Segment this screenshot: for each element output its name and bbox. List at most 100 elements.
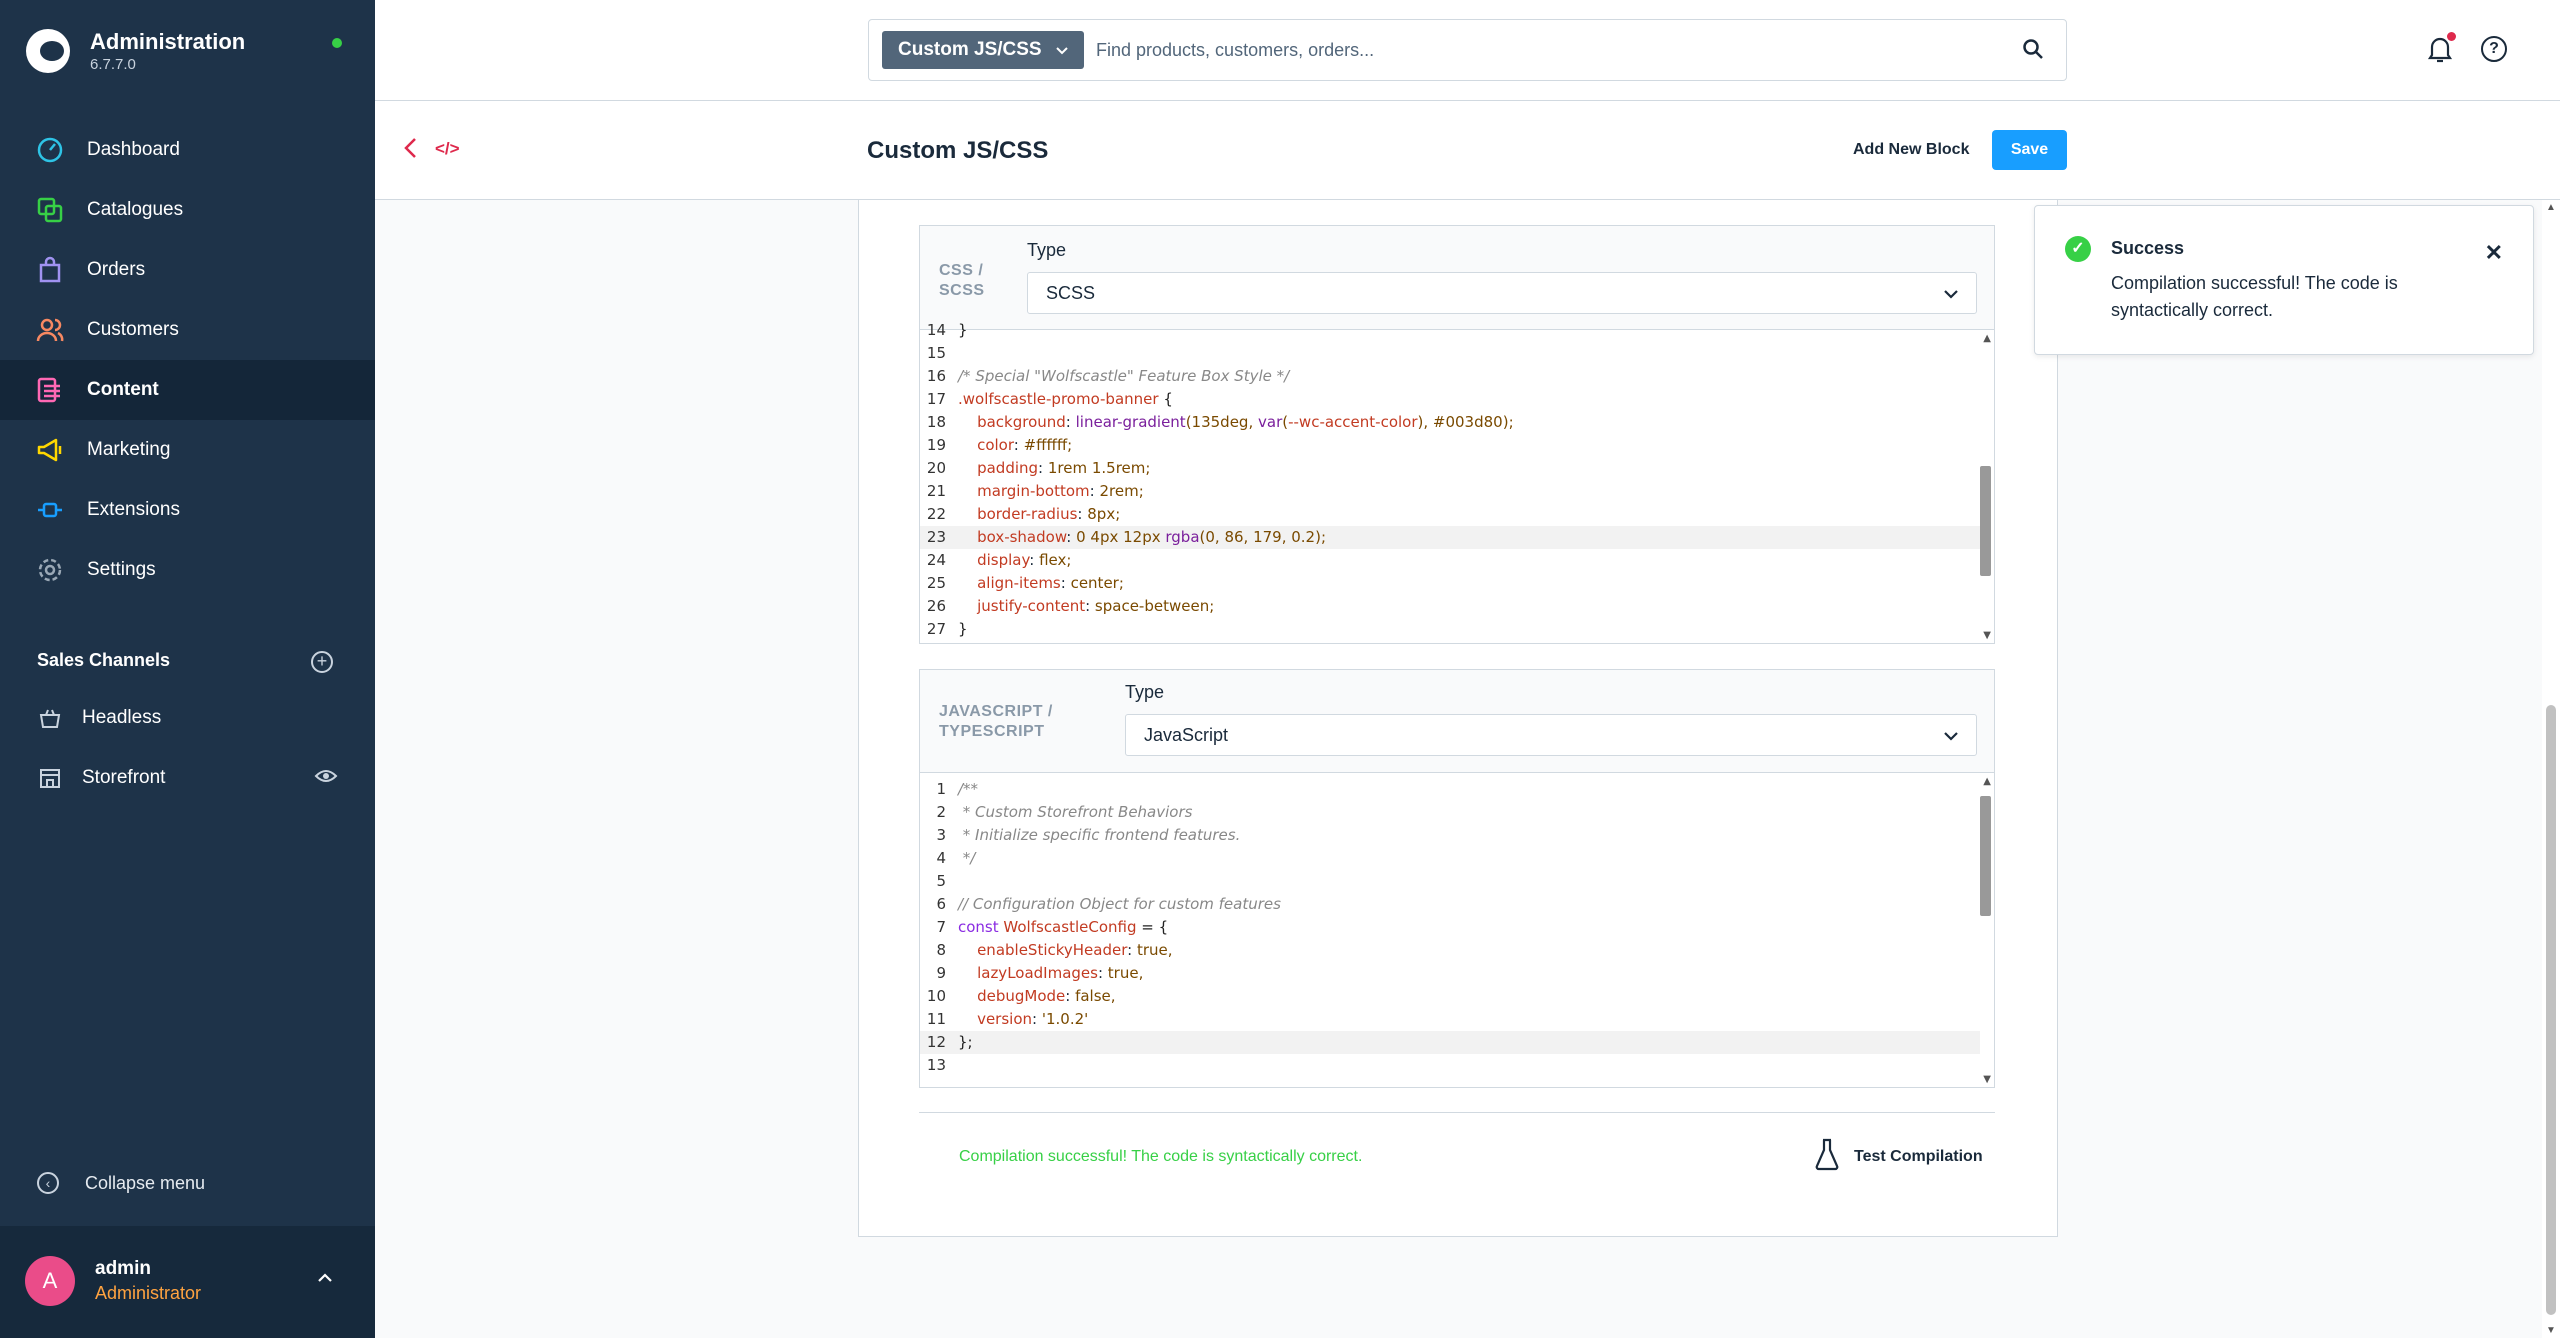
code-line[interactable]: 2 * Custom Storefront Behaviors	[920, 801, 1980, 824]
notifications-bell-icon[interactable]	[2427, 34, 2453, 69]
editor-scrollbar[interactable]: ▲ ▼	[1978, 331, 1994, 643]
chevron-down-icon	[1944, 273, 1958, 313]
help-icon[interactable]: ?	[2481, 36, 2507, 62]
code-line[interactable]: 4 */	[920, 847, 1980, 870]
code-line[interactable]: 1/**	[920, 778, 1980, 801]
sales-channel-headless[interactable]: Headless	[0, 688, 375, 748]
code-line[interactable]: 9 lazyLoadImages: true,	[920, 962, 1980, 985]
main-nav: Dashboard Catalogues Orders Customers Co…	[0, 120, 375, 600]
code-line[interactable]: 10 debugMode: false,	[920, 985, 1980, 1008]
code-line[interactable]: 6// Configuration Object for custom feat…	[920, 893, 1980, 916]
nav-item-extensions[interactable]: Extensions	[0, 480, 375, 540]
code-line[interactable]: 12};	[920, 1031, 1980, 1054]
code-line[interactable]: 3 * Initialize specific frontend feature…	[920, 824, 1980, 847]
line-number: 24	[926, 551, 946, 569]
search-scope-button[interactable]: Custom JS/CSS	[882, 31, 1084, 69]
collapse-menu[interactable]: ‹ Collapse menu	[37, 1172, 205, 1194]
brand[interactable]: Administration 6.7.7.0	[26, 28, 245, 74]
line-number: 17	[926, 390, 946, 408]
code-line[interactable]: 5	[920, 870, 1980, 893]
scroll-thumb[interactable]	[1980, 466, 1991, 576]
settings-icon	[36, 556, 64, 584]
line-number: 4	[936, 849, 946, 867]
nav-item-settings[interactable]: Settings	[0, 540, 375, 600]
nav-item-dashboard[interactable]: Dashboard	[0, 120, 375, 180]
scroll-up-icon[interactable]: ▲	[2546, 202, 2556, 213]
code-text: // Configuration Object for custom featu…	[958, 895, 1281, 913]
page-header: </> Custom JS/CSS Add New Block Save	[375, 101, 2560, 200]
chevron-up-icon	[317, 1270, 333, 1288]
code-line[interactable]: 17 .wolfscastle-promo-banner {	[920, 388, 1980, 411]
sales-channel-storefront[interactable]: Storefront	[0, 748, 375, 808]
user-name: admin	[95, 1258, 151, 1279]
line-number: 9	[936, 964, 946, 982]
css-type-select[interactable]: SCSS	[1027, 272, 1977, 314]
avatar: A	[25, 1256, 75, 1306]
close-icon[interactable]: ✕	[2484, 240, 2503, 265]
code-line[interactable]: 8 enableStickyHeader: true,	[920, 939, 1980, 962]
scroll-down-icon[interactable]: ▼	[1983, 1074, 1991, 1085]
scroll-thumb[interactable]	[1980, 796, 1991, 916]
scroll-down-icon[interactable]: ▼	[1983, 630, 1991, 641]
code-text: .wolfscastle-promo-banner {	[958, 390, 1173, 408]
status-indicator	[332, 38, 342, 48]
search-input[interactable]	[1096, 34, 1996, 66]
code-line[interactable]: 14}	[920, 319, 1980, 342]
code-line[interactable]: 11 version: '1.0.2'	[920, 1008, 1980, 1031]
add-sales-channel-icon[interactable]: +	[311, 651, 333, 673]
code-line[interactable]: 26 justify-content: space-between;	[920, 595, 1980, 618]
nav-item-content[interactable]: Content	[0, 360, 375, 420]
code-line[interactable]: 16/* Special "Wolfscastle" Feature Box S…	[920, 365, 1980, 388]
code-line[interactable]: 24 display: flex;	[920, 549, 1980, 572]
code-line[interactable]: 23 box-shadow: 0 4px 12px rgba(0, 86, 17…	[920, 526, 1980, 549]
line-number: 23	[926, 528, 946, 546]
code-line[interactable]: 18 background: linear-gradient(135deg, v…	[920, 411, 1980, 434]
line-number: 22	[926, 505, 946, 523]
js-block-header: JAVASCRIPT / TYPESCRIPT Type JavaScript	[920, 670, 1994, 773]
line-number: 2	[936, 803, 946, 821]
js-type-select[interactable]: JavaScript	[1125, 714, 1977, 756]
code-line[interactable]: 13	[920, 1054, 1980, 1077]
back-arrow-icon[interactable]	[403, 137, 417, 165]
page-scrollbar[interactable]: ▲ ▼	[2542, 200, 2560, 1338]
code-line[interactable]: 21 margin-bottom: 2rem;	[920, 480, 1980, 503]
code-line[interactable]: 15	[920, 342, 1980, 365]
success-toast: ✓ Success Compilation successful! The co…	[2034, 205, 2534, 355]
nav-item-orders[interactable]: Orders	[0, 240, 375, 300]
save-button[interactable]: Save	[1992, 130, 2067, 170]
sidebar: Administration 6.7.7.0 Dashboard Catalog…	[0, 0, 375, 1338]
search-icon[interactable]	[2022, 38, 2044, 65]
scroll-up-icon[interactable]: ▲	[1983, 776, 1991, 787]
nav-item-catalogues[interactable]: Catalogues	[0, 180, 375, 240]
nav-item-customers[interactable]: Customers	[0, 300, 375, 360]
code-line[interactable]: 27}	[920, 618, 1980, 641]
eye-icon[interactable]	[314, 768, 338, 790]
test-compilation-button[interactable]: Test Compilation	[1814, 1138, 1983, 1175]
editor-scrollbar[interactable]: ▲ ▼	[1978, 774, 1994, 1087]
code-text: */	[958, 849, 976, 867]
code-line[interactable]: 19 color: #ffffff;	[920, 434, 1980, 457]
nav-label: Extensions	[87, 499, 180, 520]
code-text: background: linear-gradient(135deg, var(…	[977, 413, 1514, 431]
page-scroll-thumb[interactable]	[2546, 705, 2556, 1315]
extensions-icon	[36, 496, 64, 524]
collapse-label: Collapse menu	[85, 1172, 206, 1193]
user-menu[interactable]: A admin Administrator	[0, 1226, 375, 1338]
css-type-value: SCSS	[1046, 283, 1096, 303]
line-number: 11	[926, 1010, 946, 1028]
nav-label: Catalogues	[87, 199, 184, 220]
nav-item-marketing[interactable]: Marketing	[0, 420, 375, 480]
js-type-value: JavaScript	[1144, 725, 1229, 745]
scroll-down-icon[interactable]: ▼	[2546, 1325, 2556, 1336]
catalogues-icon	[36, 196, 64, 224]
line-number: 25	[926, 574, 946, 592]
scroll-up-icon[interactable]: ▲	[1983, 333, 1991, 344]
code-line[interactable]: 20 padding: 1rem 1.5rem;	[920, 457, 1980, 480]
code-line[interactable]: 22 border-radius: 8px;	[920, 503, 1980, 526]
page-title: Custom JS/CSS	[867, 137, 1049, 164]
add-new-block-button[interactable]: Add New Block	[1853, 141, 1970, 158]
code-line[interactable]: 25 align-items: center;	[920, 572, 1980, 595]
